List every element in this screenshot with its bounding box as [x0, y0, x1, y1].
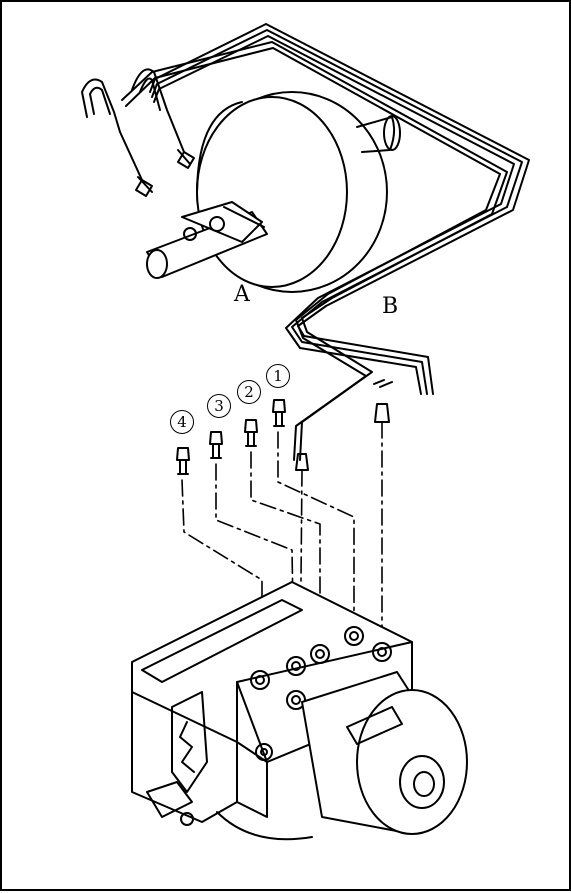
- brake-tube-secondary: [121, 41, 508, 461]
- line-b-label: B: [382, 294, 399, 319]
- port-4-label: 4: [170, 410, 194, 434]
- brake-booster: [196, 91, 401, 293]
- tube-loop-left: [81, 68, 195, 197]
- pump-motor: [301, 671, 468, 835]
- port-fittings: [176, 399, 286, 475]
- port-3-label: 3: [207, 394, 231, 418]
- line-a-label: A: [234, 282, 250, 307]
- port-2-label: 2: [237, 380, 261, 404]
- tube-fittings: [295, 379, 393, 471]
- port-1-label: 1: [266, 364, 290, 388]
- master-cylinder: [146, 201, 268, 279]
